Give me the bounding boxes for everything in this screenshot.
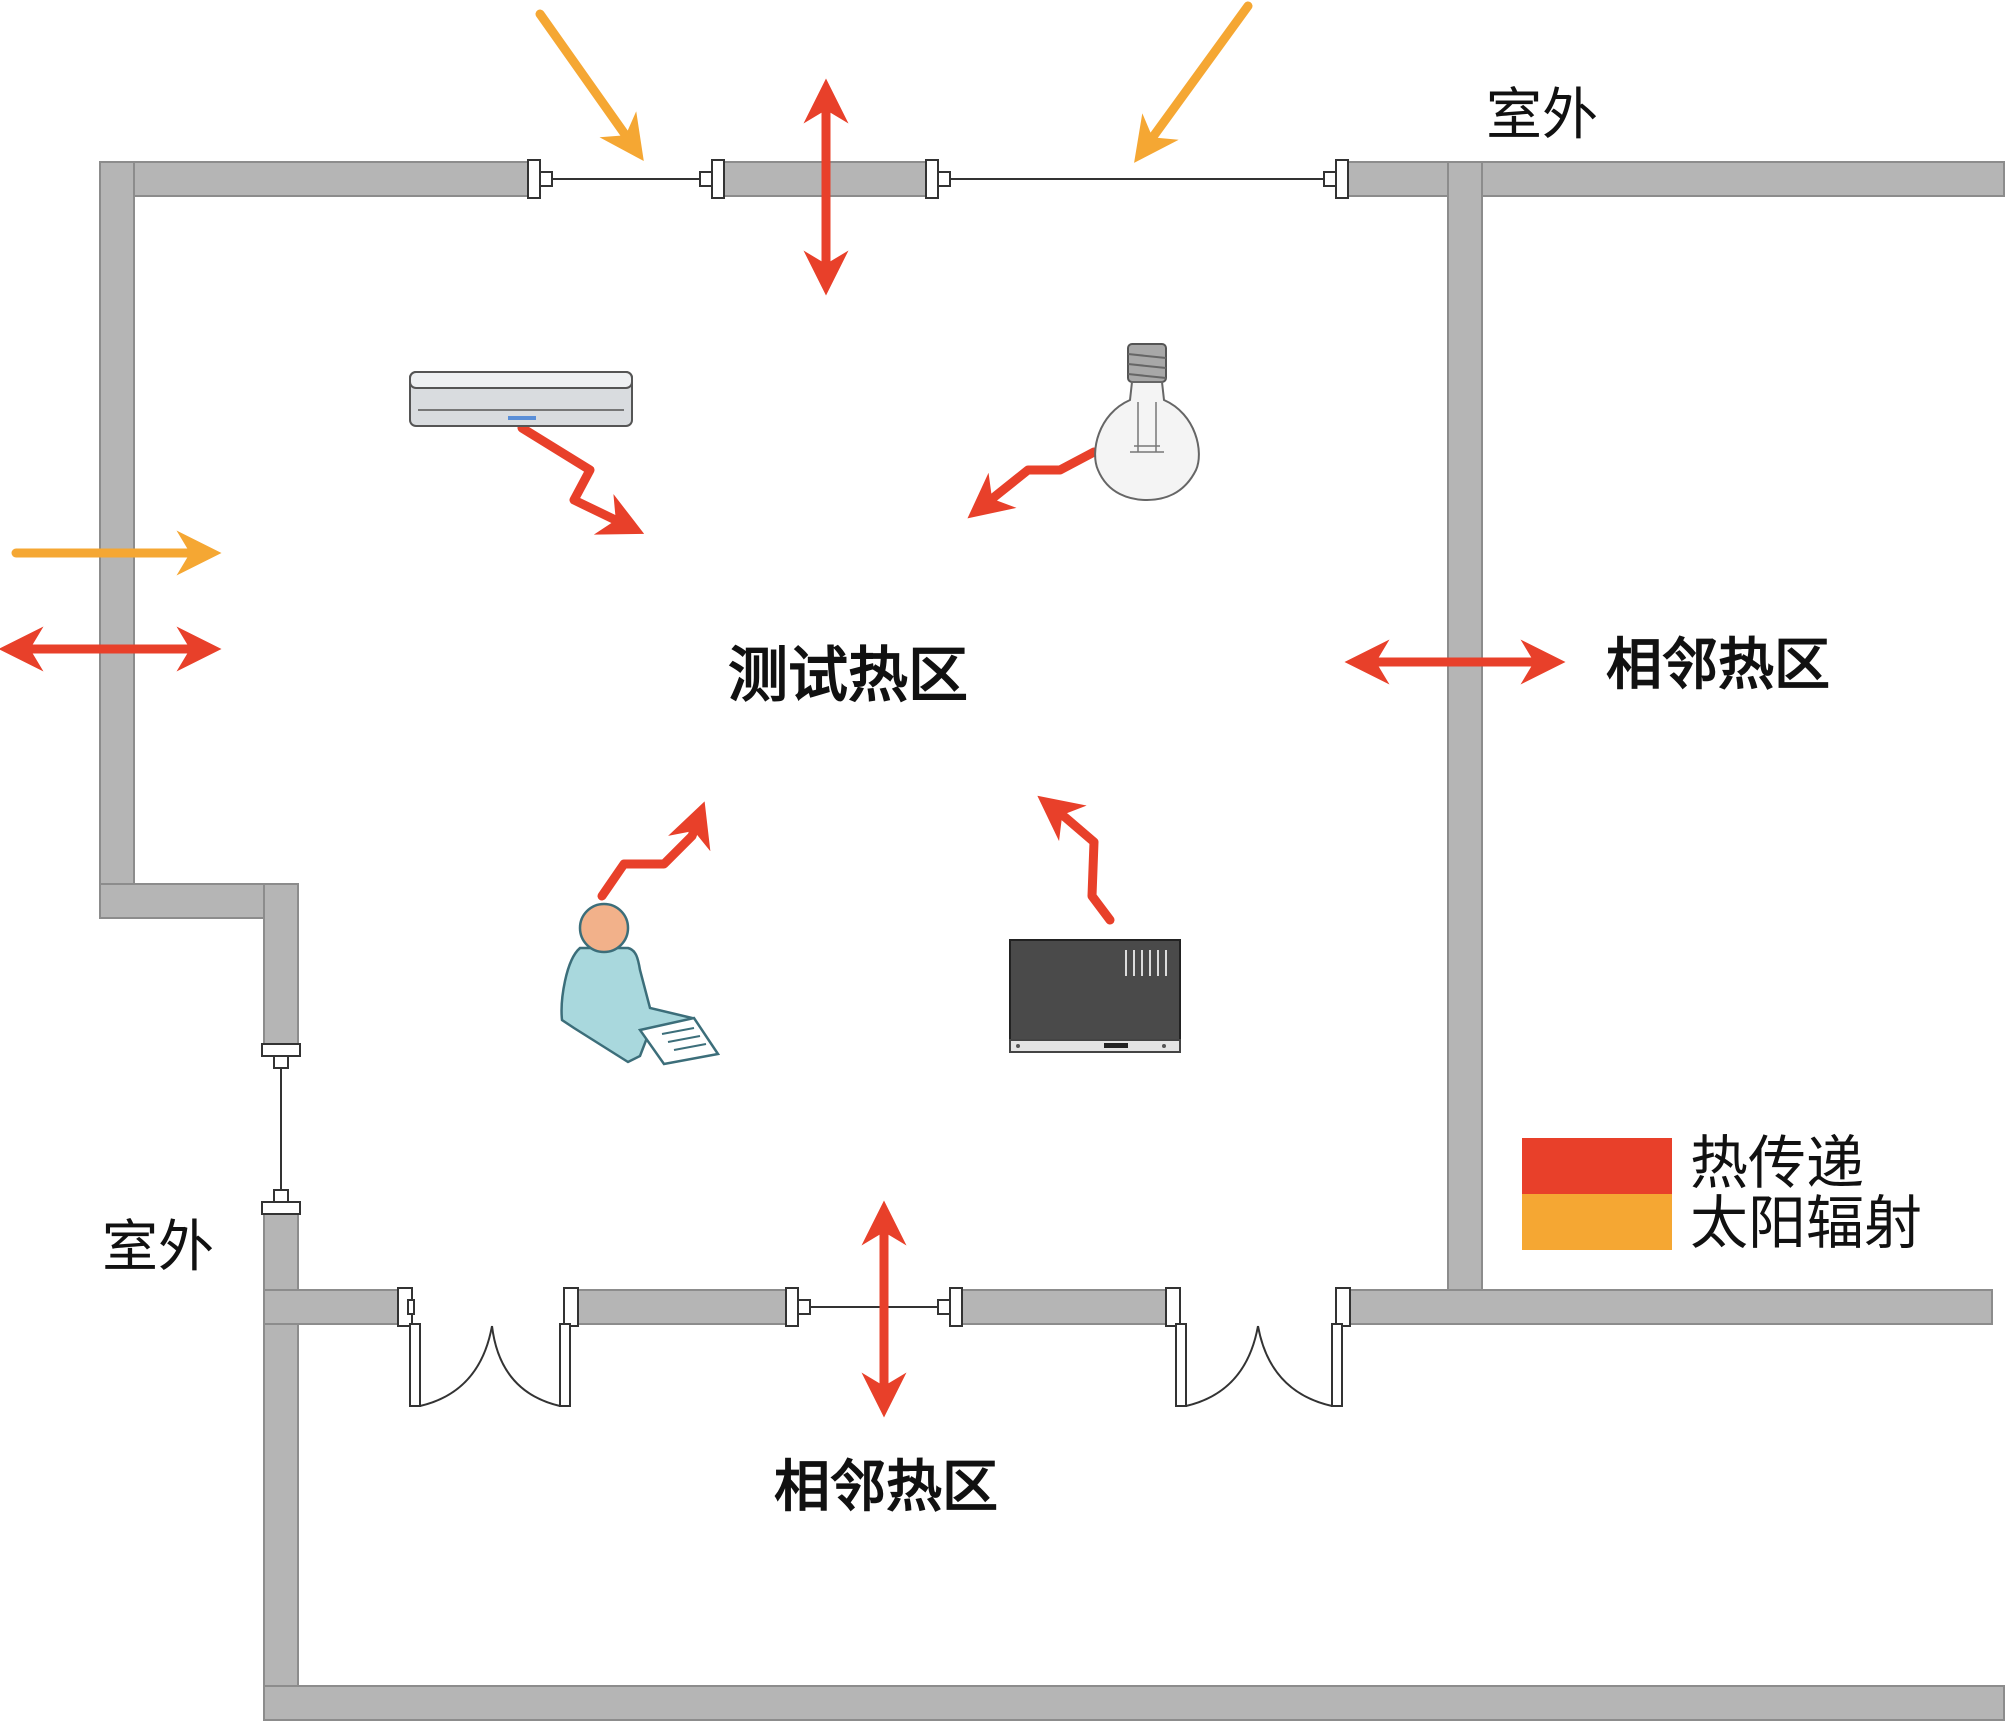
- walls: [99, 161, 2005, 1721]
- legend-swatch-heat-transfer: [1522, 1138, 1672, 1194]
- wall-right-partition: [1447, 161, 1483, 1323]
- legend-swatch-solar-radiation: [1522, 1194, 1672, 1250]
- light-bulb-icon: [1094, 343, 1200, 502]
- wall-top-left: [99, 161, 535, 197]
- solar-arrow-top-left: [535, 9, 644, 162]
- door-left: [397, 1287, 579, 1407]
- wall-left-upper: [99, 161, 135, 919]
- outdoor-left-label: 室外: [102, 1215, 214, 1280]
- adjacent-zone-bottom-label: 相邻热区: [774, 1455, 998, 1520]
- window-top-2: [925, 159, 1349, 199]
- heat-arrow-equipment: [1037, 795, 1115, 925]
- test-zone-label: 测试热区: [728, 641, 968, 711]
- wall-bottom-seg-2: [569, 1289, 793, 1325]
- person-icon: [560, 902, 721, 1066]
- wall-left-step-vertical: [263, 883, 299, 1051]
- air-conditioner-icon: [409, 371, 633, 427]
- legend-label-solar-radiation: 太阳辐射: [1690, 1189, 1923, 1257]
- equipment-box-icon: [1009, 939, 1181, 1053]
- window-left: [261, 1043, 301, 1215]
- windows: [261, 159, 1349, 1327]
- solar-arrow-top-right: [1134, 1, 1253, 163]
- door-right: [1165, 1287, 1351, 1407]
- wall-bottom-seg-1: [263, 1289, 407, 1325]
- wall-bottom-outer: [263, 1685, 2005, 1721]
- heat-arrows: [0, 78, 1566, 1418]
- window-top-1: [527, 159, 725, 199]
- heat-arrow-bulb: [967, 447, 1099, 519]
- wall-top-right: [1345, 161, 2005, 197]
- legend-label-heat-transfer: 热传递: [1690, 1129, 1865, 1197]
- wall-bottom-seg-3: [953, 1289, 1173, 1325]
- wall-bottom-seg-4: [1341, 1289, 1993, 1325]
- adjacent-zone-right-label: 相邻热区: [1606, 633, 1830, 698]
- heat-arrow-ac: [517, 423, 645, 535]
- solar-arrows: [11, 1, 1253, 576]
- window-bottom: [785, 1287, 963, 1327]
- wall-left-lower: [263, 1201, 299, 1721]
- heat-arrow-person: [597, 801, 711, 901]
- doors: [397, 1287, 1351, 1407]
- outdoor-top-label: 室外: [1486, 83, 1598, 148]
